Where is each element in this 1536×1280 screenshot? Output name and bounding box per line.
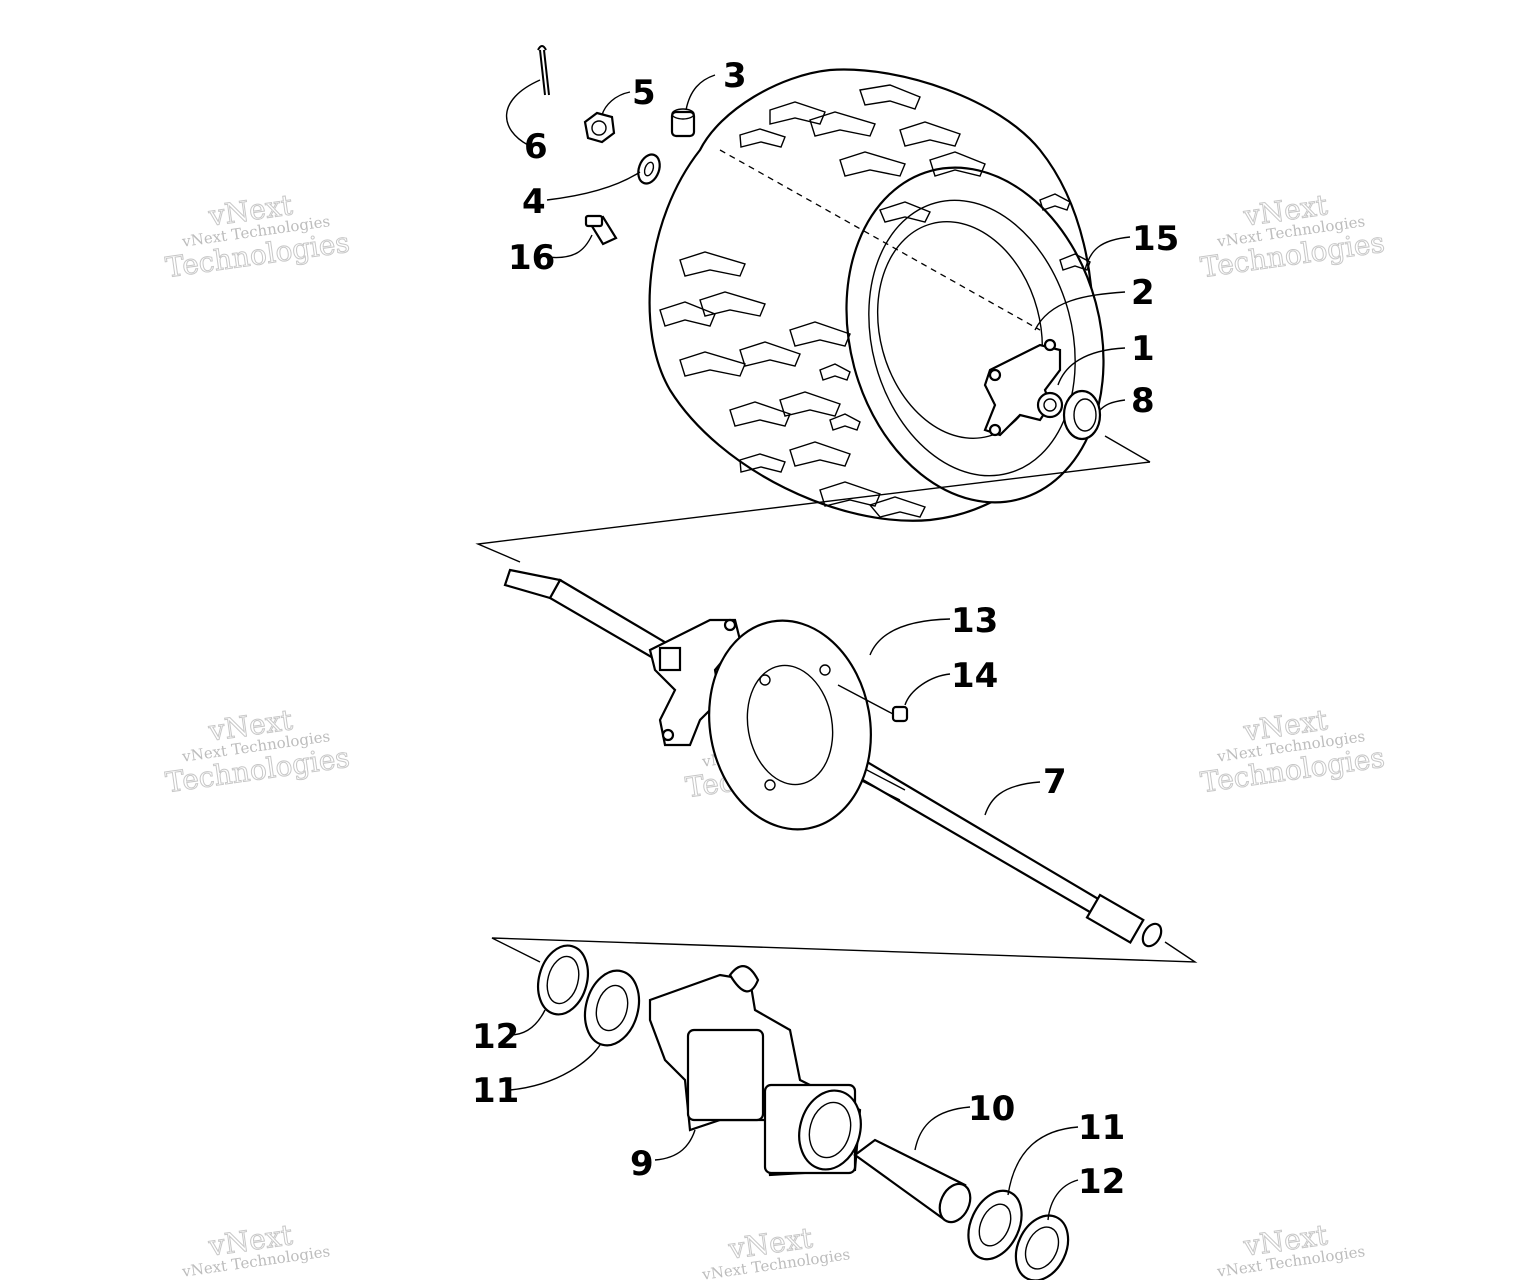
callout-2: 2: [1131, 273, 1155, 313]
callout-6: 6: [524, 127, 548, 167]
callout-12-left: 12: [472, 1017, 519, 1057]
leader-lines: [505, 74, 1131, 1221]
watermark: vNext vNext Technologies Technologies: [163, 188, 352, 285]
spacer-tube: [853, 1138, 972, 1224]
callout-8: 8: [1131, 381, 1155, 421]
bearing-left: [583, 969, 641, 1047]
disc-bolt: [837, 684, 909, 723]
callout-4: 4: [522, 182, 546, 222]
callout-3: 3: [723, 56, 747, 96]
callout-10: 10: [968, 1089, 1015, 1129]
watermark: vNext vNext Technologies: [1215, 1218, 1366, 1280]
cotter-pin: [537, 45, 550, 96]
tire-tread: [659, 84, 1091, 518]
callout-13: 13: [951, 601, 998, 641]
lug-nut: [670, 108, 696, 138]
callout-1: 1: [1131, 329, 1155, 369]
tire: [648, 68, 1105, 522]
group-separator: [491, 937, 1198, 963]
watermark: vNext vNext Technologies: [180, 1218, 331, 1280]
watermark: vNext vNext Technologies Technologies: [1198, 188, 1387, 285]
callout-16: 16: [508, 238, 555, 278]
group-separator: [475, 435, 1151, 563]
bearing-right: [967, 1189, 1023, 1261]
callouts: 1 2 3 4 5 6 7 8 9 10 11 11 12 12 13 14 1…: [472, 56, 1179, 1202]
wheel-hub: [983, 338, 1064, 437]
axle-hub-flange: [648, 618, 742, 747]
callout-9: 9: [630, 1144, 654, 1184]
bearing-seal: [1062, 389, 1102, 441]
callout-11-right: 11: [1078, 1108, 1125, 1148]
watermark: vNext vNext Technologies: [700, 1221, 851, 1280]
callout-14: 14: [951, 656, 998, 696]
callout-11-left: 11: [472, 1071, 519, 1111]
castle-nut: [583, 111, 616, 144]
seal-right: [1014, 1214, 1070, 1280]
callout-7: 7: [1043, 762, 1067, 802]
washer: [637, 153, 661, 185]
watermark: vNext vNext Technologies Technologies: [1198, 703, 1387, 800]
brake-disc: [708, 619, 872, 831]
seal-left: [537, 944, 589, 1016]
wheel-stud: [584, 214, 618, 246]
bearing-housing: [648, 965, 862, 1177]
callout-5: 5: [632, 73, 656, 113]
callout-15: 15: [1132, 219, 1179, 259]
callout-12-right: 12: [1078, 1162, 1125, 1202]
watermark: vNext vNext Technologies Technologies: [163, 703, 352, 800]
